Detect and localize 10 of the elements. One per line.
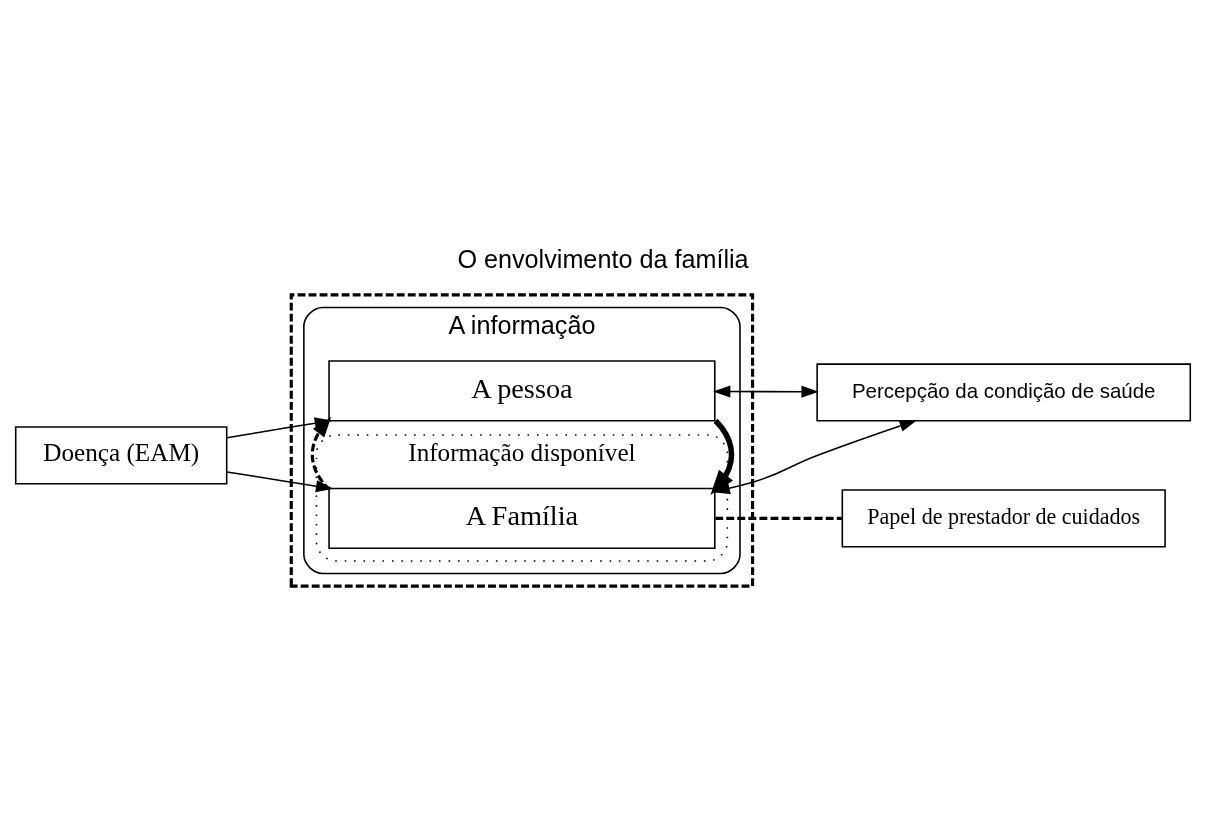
node-box: Papel de prestador de cuidados bbox=[841, 489, 1166, 548]
connector bbox=[715, 516, 842, 520]
arrow bbox=[712, 419, 917, 495]
node-box: Doença (EAM) bbox=[14, 426, 228, 485]
arrow bbox=[710, 418, 735, 496]
arrow bbox=[713, 385, 819, 398]
node-box: A Família bbox=[328, 487, 716, 550]
node-box: Percepção da condição de saúde bbox=[816, 363, 1192, 422]
diagram-title: O envolvimento da família bbox=[457, 244, 749, 273]
node-box: A pessoa bbox=[328, 360, 716, 422]
